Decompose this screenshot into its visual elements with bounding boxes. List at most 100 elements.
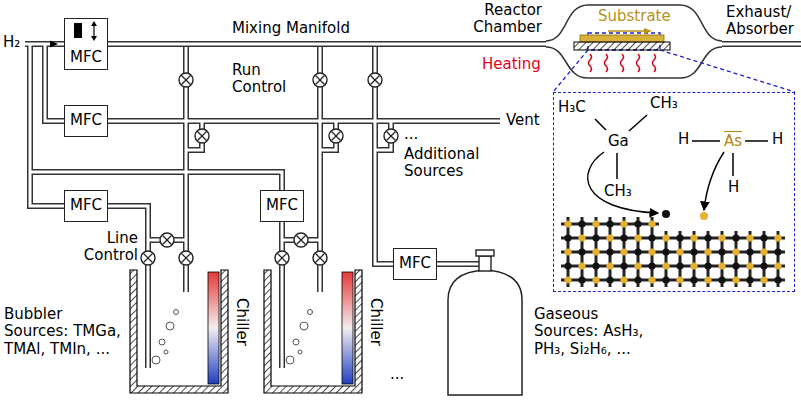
valve-symbol bbox=[179, 73, 193, 87]
annotation-label: Exhaust/ Absorber bbox=[726, 4, 798, 39]
heat-wave bbox=[637, 54, 640, 72]
bond bbox=[616, 153, 618, 179]
crystal-lattice bbox=[561, 231, 785, 287]
chamber-label: Reactor Chamber bbox=[446, 2, 542, 37]
molecule-bonds bbox=[595, 115, 768, 179]
ga-atom bbox=[662, 210, 670, 218]
bubble bbox=[166, 322, 174, 330]
bubble bbox=[174, 310, 179, 315]
bubbler-vessel bbox=[130, 270, 228, 393]
crystal-lattice bbox=[561, 217, 659, 231]
valve-symbol bbox=[384, 129, 398, 143]
heat-wave bbox=[589, 54, 592, 72]
annotation-label: H₂ bbox=[3, 34, 20, 51]
zoom-line bbox=[553, 50, 588, 92]
gas-pipe-bore bbox=[25, 44, 801, 368]
pipe-bore bbox=[108, 43, 546, 46]
mfc-box: MFC bbox=[260, 190, 304, 222]
box-label: MFC bbox=[70, 112, 102, 129]
bubble bbox=[298, 350, 302, 354]
valve-symbol bbox=[313, 251, 327, 265]
chemical-symbol: H bbox=[678, 131, 689, 148]
chemical-symbol: Ga bbox=[608, 133, 629, 150]
chemical-symbol: CH₃ bbox=[650, 95, 678, 112]
bond bbox=[692, 140, 720, 142]
annotation-label: Line Control bbox=[62, 230, 138, 265]
actuator-block bbox=[74, 23, 82, 38]
gas-cylinder bbox=[448, 250, 522, 395]
valve-symbol bbox=[329, 129, 343, 143]
bubble bbox=[308, 310, 313, 315]
chiller-bar bbox=[208, 272, 219, 384]
valve-set bbox=[141, 73, 398, 265]
substrate-wafer bbox=[580, 35, 664, 42]
reaction-arrow bbox=[588, 152, 658, 213]
bubble bbox=[152, 356, 160, 364]
chiller-label: Chiller bbox=[233, 298, 250, 346]
reactor-chamber: Reactor ChamberSubstrate bbox=[546, 4, 722, 80]
rotation-arrow bbox=[608, 30, 644, 32]
manifold-pipe bbox=[108, 44, 546, 45]
bond bbox=[745, 140, 768, 142]
valve-symbol bbox=[195, 129, 209, 143]
vessel-wall bbox=[264, 270, 362, 393]
vessel-wall bbox=[130, 270, 228, 393]
adjust-arrow bbox=[93, 25, 94, 37]
bubble bbox=[286, 356, 294, 364]
annotation-label: ... bbox=[390, 366, 404, 383]
rotation-arrow bbox=[644, 28, 652, 34]
chemical-symbol: H bbox=[728, 179, 739, 196]
chemical-symbol: H bbox=[772, 131, 783, 148]
valve-symbol bbox=[294, 233, 308, 247]
annotation-label: ... bbox=[404, 126, 418, 143]
annotation-label: Gaseous Sources: AsH₃, PH₃, Si₂H₆, ... bbox=[534, 306, 652, 358]
chemical-symbol: CH₃ bbox=[604, 183, 632, 200]
chamber-wall bbox=[546, 5, 722, 41]
heat-wave bbox=[653, 54, 656, 72]
mfc-box: MFC bbox=[64, 18, 108, 70]
inset-pointer bbox=[553, 33, 795, 92]
mfc-box: MFC bbox=[393, 248, 437, 280]
valve-symbol bbox=[368, 73, 382, 87]
valve-symbol bbox=[179, 251, 193, 265]
box-label: MFC bbox=[399, 255, 431, 272]
mfc-box: MFC bbox=[64, 190, 108, 222]
valve-symbol bbox=[141, 251, 155, 265]
heat-wave bbox=[605, 54, 608, 72]
chiller-bar bbox=[342, 272, 353, 384]
chiller-label: Chiller bbox=[367, 298, 384, 346]
reaction-arrow bbox=[704, 152, 724, 210]
annotation-label: Mixing Manifold bbox=[232, 20, 350, 37]
box-label: MFC bbox=[70, 197, 102, 214]
bond bbox=[629, 115, 647, 131]
cylinder-valve bbox=[479, 256, 491, 271]
box-label: MFC bbox=[70, 49, 102, 66]
chemical-symbol: H₃C bbox=[558, 99, 586, 116]
gas-pipe bbox=[25, 44, 801, 368]
heat-wave bbox=[621, 54, 624, 72]
bubbler-vessel bbox=[264, 270, 362, 393]
annotation-label: Run Control bbox=[232, 62, 312, 97]
valve-symbol bbox=[160, 233, 174, 247]
bubble bbox=[300, 322, 308, 330]
bubble bbox=[164, 350, 168, 354]
valve-handle bbox=[476, 250, 494, 256]
heater-plate bbox=[574, 42, 670, 50]
bubble bbox=[293, 339, 299, 345]
as-atom bbox=[700, 212, 708, 220]
annotation-label: Vent bbox=[506, 112, 540, 129]
inset-view: H₃CCH₃GaCH₃HAsHH bbox=[553, 92, 795, 292]
bond bbox=[595, 119, 606, 130]
valve-symbol bbox=[313, 73, 327, 87]
heat-waves bbox=[589, 54, 656, 72]
valve-symbol bbox=[275, 251, 289, 265]
annotation-label: Bubbler Sources: TMGa, TMAl, TMIn, ... bbox=[4, 306, 126, 358]
bubble bbox=[159, 339, 165, 345]
bond bbox=[732, 153, 734, 176]
flow-arrow bbox=[50, 41, 58, 48]
annotation-label: Heating bbox=[482, 56, 541, 73]
box-label: MFC bbox=[266, 197, 298, 214]
